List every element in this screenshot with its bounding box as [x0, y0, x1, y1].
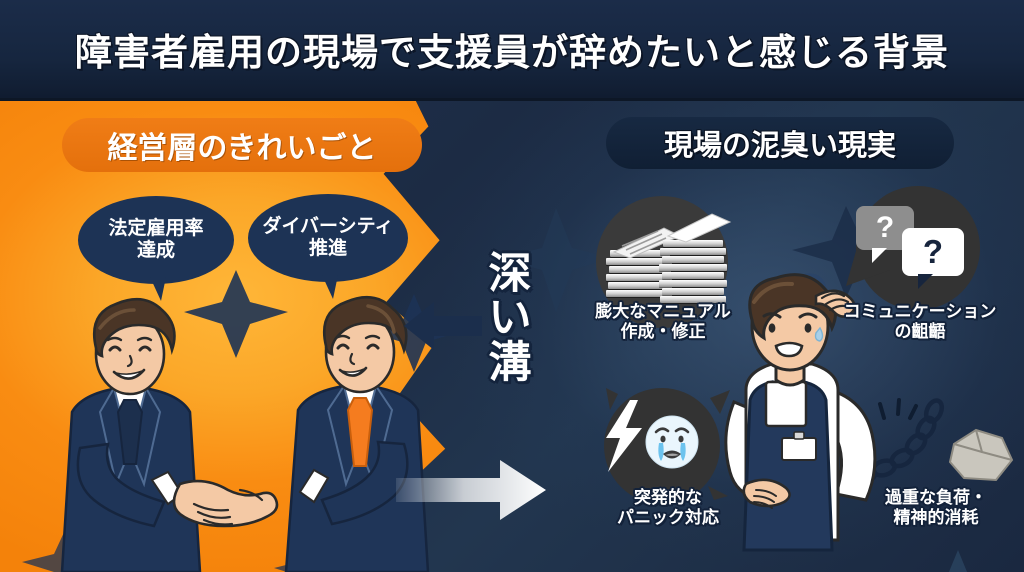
deep-divide-label: 深 い 溝 [488, 250, 532, 387]
question-bubble-white: ? [902, 228, 964, 289]
question-bubble-gray: ? [856, 206, 914, 263]
right-item-label-2: 突発的な パニック対応 [617, 488, 719, 528]
arrow-right-icon [396, 460, 546, 520]
speech-bubble-1: ダイバーシティ 推進 [248, 194, 408, 299]
document-stacks-icon [600, 212, 732, 320]
right-item-label-3: 過重な負荷・ 精神的消耗 [885, 488, 987, 528]
businessmen-handshake-illustration [60, 295, 430, 572]
page-title: 障害者雇用の現場で支援員が辞めたいと感じる背景 [75, 32, 949, 73]
right-panel-decor [500, 206, 968, 572]
arrow-left-icon [404, 302, 482, 350]
crying-face-icon [645, 415, 699, 469]
lightning-bolt-icon [606, 400, 642, 472]
right-item-label-1: コミュニケーション の齟齬 [843, 302, 997, 342]
right-panel-heading: 現場の泥臭い現実 [606, 117, 954, 169]
stressed-support-worker-illustration [724, 273, 877, 552]
right-item-label-0: 膨大なマニュアル 作成・修正 [595, 302, 731, 342]
speech-bubble-0: 法定雇用率 達成 [78, 196, 234, 301]
left-panel-heading: 経営層のきれいごと [62, 118, 422, 172]
chain-heavy-rock-icon [850, 398, 1014, 484]
title-bar: 障害者雇用の現場で支援員が辞めたいと感じる背景 [0, 0, 1024, 101]
